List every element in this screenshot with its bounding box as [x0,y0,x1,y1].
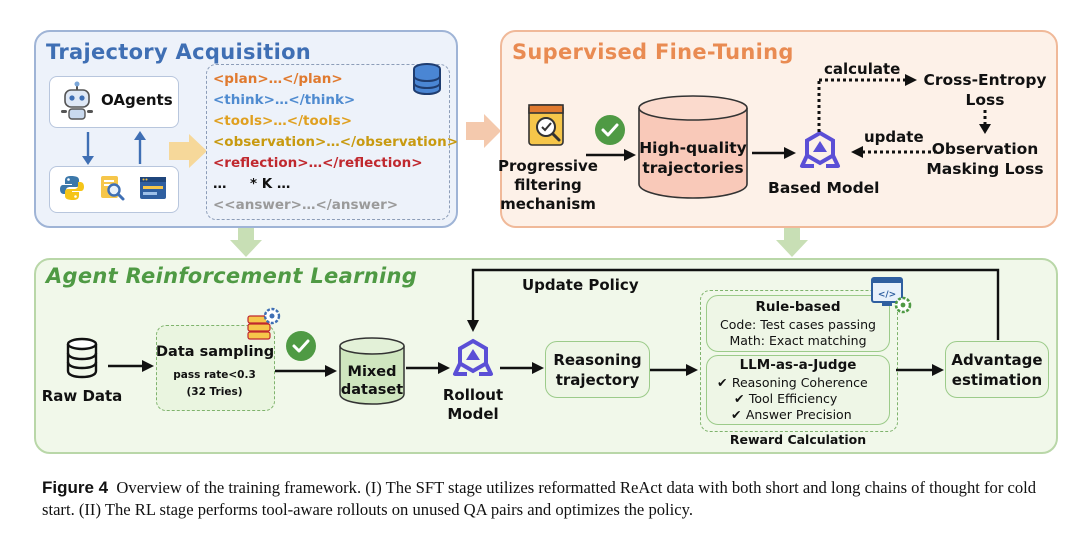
reasoning-trajectory-box [545,341,650,398]
advantage-estimation-box [945,341,1049,398]
mixed-dataset-label: Mixed dataset [338,363,406,399]
acquisition-flow-arrow [169,134,207,168]
search-document-icon [101,176,125,201]
acquisition-to-sft-arrow [466,114,501,148]
based-model-label: Based Model [768,179,880,197]
reward-to-advantage-arrow [896,364,944,376]
progressive-filter-line2: filtering [514,176,582,194]
database-icon [413,63,441,96]
sampling-check-icon [286,331,316,361]
advantage-line1: Advantage [951,351,1043,369]
update-policy-label: Update Policy [522,276,639,294]
mixed-line1: Mixed [347,364,397,380]
filter-to-trajectories-arrow [586,149,636,161]
reasoning-line2: trajectory [555,371,640,389]
server-gear-icon [247,307,281,340]
reasoning-to-reward-arrow [650,364,698,376]
trajectories-line1: High-quality [639,139,747,157]
check-circle-icon [595,115,625,145]
judge-item-coherence: ✔ Reasoning Coherence [717,375,868,390]
rollout-model-label: Rollout Model [433,386,513,424]
rollout-model-icon [453,338,493,376]
high-quality-trajectories-label: High-quality trajectories [636,138,750,178]
code-observation: <observation>…</observation> [213,134,459,150]
oagents-label: OAgents [101,91,173,109]
rule-code: Code: Test cases passing [720,317,876,332]
trajectory-acquisition-title: Trajectory Acquisition [46,40,312,64]
sft-title: Supervised Fine-Tuning [512,40,794,64]
based-model-icon [800,130,840,168]
high-quality-trajectories-cylinder [638,95,748,199]
ce-loss-line2: Loss [965,91,1005,109]
raw-data-database-icon [66,337,98,379]
caption-text: Overview of the training framework. (I) … [42,478,1037,519]
progressive-filter-line3: mechanism [500,195,596,213]
sft-panel [500,30,1058,228]
checkmark-icon: ✔ [731,407,746,422]
figure-caption: Figure 4 Overview of the training framew… [42,477,1052,521]
sft-loss-arrows [817,74,991,158]
trajectories-line2: trajectories [642,159,744,177]
checkmark-icon: ✔ [717,375,732,390]
robot-icon [61,81,93,120]
advantage-estimation-label: Advantage estimation [945,350,1049,390]
code-answer: <<answer>…</answer> [213,197,399,213]
data-sampling-title: Data sampling [156,344,275,360]
sampling-rate: pass rate<0.3 [173,369,256,381]
rule-math: Math: Exact matching [729,333,867,348]
code-monitor-icon: </> [871,277,912,314]
rollout-to-reasoning-arrow [500,362,544,374]
judge-item-label: Tool Efficiency [748,391,838,406]
code-reflection: <reflection>…</reflection> [213,155,423,171]
llm-judge-box [706,355,890,425]
svg-text:</>: </> [878,290,896,300]
code-plan: <plan>…</plan> [213,71,343,87]
obs-loss-line2: Masking Loss [926,160,1044,178]
mixed-line2: dataset [340,382,404,398]
judge-item-label: Reasoning Coherence [731,375,868,390]
judge-item-efficiency: ✔ Tool Efficiency [734,391,837,406]
raw-to-sampling-arrow [108,360,154,372]
trajectory-code-box [206,64,450,220]
advantage-line2: estimation [951,371,1043,389]
reward-calculation-label: Reward Calculation [729,432,867,447]
code-repeat: … * K … [213,176,291,192]
raw-data-label: Raw Data [41,387,123,405]
judge-item-precision: ✔ Answer Precision [731,407,852,422]
checkmark-icon: ✔ [734,391,749,406]
ce-loss-line1: Cross-Entropy [923,71,1047,89]
mixed-dataset-cylinder [339,337,405,405]
observation-masking-loss-label: Observation Masking Loss [918,139,1052,179]
python-icon [60,176,84,200]
code-tools: <tools>…</tools> [213,113,353,129]
reasoning-line1: Reasoning [553,351,642,369]
progressive-filter-label: Progressive filtering mechanism [498,157,598,214]
sft-to-rl-arrow [776,228,808,257]
rollout-line2: Model [447,405,499,423]
progressive-filter-line1: Progressive [498,157,598,175]
figure-label: Figure 4 [42,478,109,497]
calculate-label: calculate [824,60,901,78]
sampling-tries: (32 Tries) [186,386,243,398]
rule-based-title: Rule-based [755,299,841,315]
mixed-to-rollout-arrow [406,362,450,374]
judge-item-label: Answer Precision [745,407,852,422]
update-policy-loop-arrow [467,268,1000,340]
rl-title: Agent Reinforcement Learning [46,264,418,288]
llm-judge-title: LLM-as-a-Judge [739,357,857,373]
cross-entropy-loss-label: Cross-Entropy Loss [918,70,1052,110]
obs-loss-line1: Observation [931,140,1039,158]
code-think: <think>…</think> [213,92,356,108]
reasoning-trajectory-label: Reasoning trajectory [545,350,650,390]
update-label: update [864,128,924,146]
sampling-to-mixed-arrow [275,365,337,377]
filter-magnifier-icon [528,104,564,146]
rollout-line1: Rollout [442,386,504,404]
agent-tools-arrows [82,131,146,165]
acquisition-to-rl-arrow [230,228,262,257]
rule-based-box [706,295,890,352]
browser-window-icon [140,177,166,199]
trajectories-to-model-arrow [752,147,796,159]
